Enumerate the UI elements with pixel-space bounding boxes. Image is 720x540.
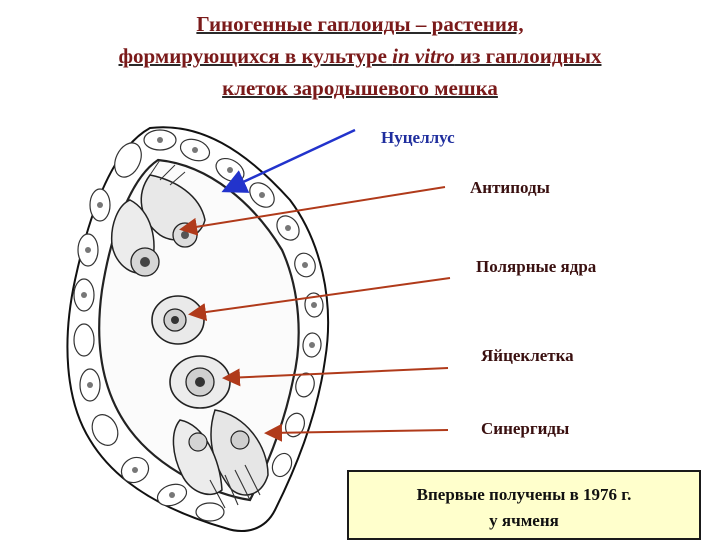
- title-line-2: формирующихся в культуре in vitro из гап…: [0, 40, 720, 72]
- polar-nuclei: [151, 295, 205, 345]
- synergids-pointer: [264, 423, 449, 442]
- label-antipodes: Антиподы: [470, 178, 550, 197]
- label-polar-nuclei: Полярные ядра: [476, 257, 597, 276]
- slide-title: Гиногенные гаплоиды – растения, формирую…: [0, 8, 720, 104]
- info-note-box: Впервые получены в 1976 г. у ячменя: [347, 470, 701, 540]
- egg-cell: [169, 355, 231, 409]
- synergids: [172, 409, 269, 509]
- egg-cell-pointer: [222, 367, 449, 387]
- title-line-2-start: формирующихся в культуре: [118, 44, 393, 68]
- polar-nuclei-pointer: [188, 277, 451, 321]
- title-line-1: Гиногенные гаплоиды – растения,: [196, 12, 524, 36]
- title-line-2-end: из гаплоидных: [454, 44, 602, 68]
- label-nucellus: Нуцеллус: [381, 128, 455, 147]
- label-egg-cell: Яйцеклетка: [481, 346, 574, 365]
- title-line-3: клеток зародышевого мешка: [222, 76, 498, 100]
- note-line-2: у ячменя: [489, 511, 559, 530]
- title-line-2-italic: in vitro: [392, 44, 455, 68]
- label-synergids: Синергиды: [481, 419, 570, 438]
- nucellus-cell-nuclei: [81, 137, 317, 498]
- antipodes-pointer: [179, 186, 446, 236]
- nucellus-arrow: [221, 128, 356, 193]
- note-line-1: Впервые получены в 1976 г.: [416, 485, 632, 504]
